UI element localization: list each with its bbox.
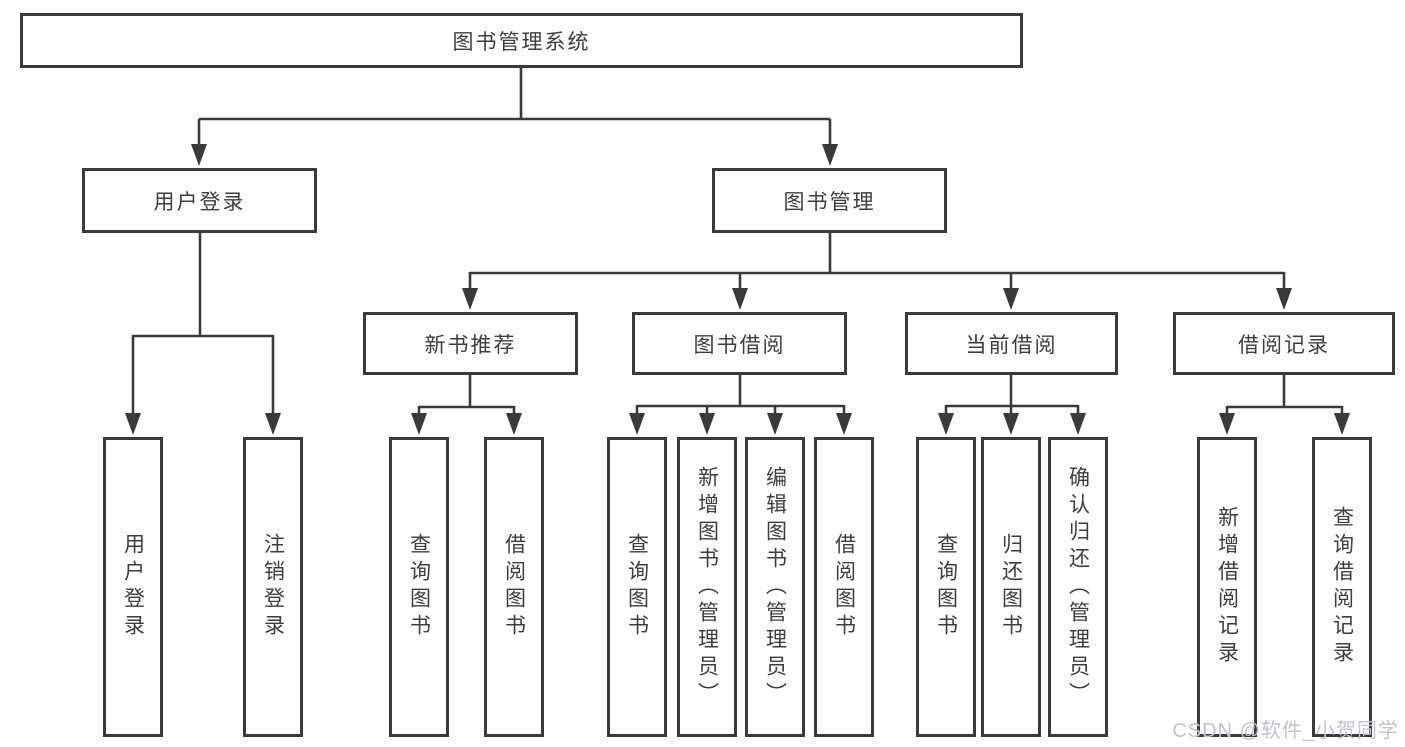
branch-book-borrowing-connector: [635, 375, 846, 416]
arrowhead-icon: [1003, 413, 1019, 435]
branch-user-login-connector: [131, 233, 275, 416]
leaf-current-confirm-return-admin: 确认归还（管理员）: [1048, 437, 1108, 737]
leaf-records-add-record: 新增借阅记录: [1197, 437, 1257, 737]
arrowhead-icon: [506, 413, 522, 435]
leaf-logout: 注销登录: [243, 437, 303, 737]
leaf-newbook-query-books: 查询图书: [389, 437, 449, 737]
node-library-system: 图书管理系统: [20, 13, 1023, 68]
arrowhead-icon: [265, 413, 281, 435]
leaf-borrowing-borrow-books: 借阅图书: [814, 437, 874, 737]
arrowhead-icon: [1334, 413, 1350, 435]
arrowheads: [125, 144, 1350, 435]
arrowhead-icon: [732, 288, 748, 310]
arrowhead-icon: [699, 413, 715, 435]
leaf-borrowing-add-books-admin: 新增图书（管理员）: [677, 437, 737, 737]
arrowhead-icon: [629, 413, 645, 435]
branch-current-borrowing-connector: [944, 375, 1080, 416]
arrowhead-icon: [767, 413, 783, 435]
leaf-newbook-borrow-books: 借阅图书: [484, 437, 544, 737]
arrowhead-icon: [411, 413, 427, 435]
leaf-records-query-record: 查询借阅记录: [1312, 437, 1372, 737]
leaf-current-return-books: 归还图书: [981, 437, 1041, 737]
arrowhead-icon: [938, 413, 954, 435]
watermark: CSDN @软件_小贺同学: [1172, 720, 1399, 742]
arrowhead-icon: [1070, 413, 1086, 435]
branch-new-book-connector: [417, 375, 516, 416]
node-borrowing-records: 借阅记录: [1173, 312, 1395, 375]
leaf-user-login: 用户登录: [103, 437, 163, 737]
branch-borrowing-records-connector: [1225, 375, 1344, 416]
branch-book-management-connector: [468, 233, 1286, 291]
node-book-management: 图书管理: [712, 168, 947, 233]
arrowhead-icon: [125, 413, 141, 435]
leaf-borrowing-query-books: 查询图书: [607, 437, 667, 737]
leaf-current-query-books: 查询图书: [916, 437, 976, 737]
leaf-borrowing-edit-books-admin: 编辑图书（管理员）: [745, 437, 805, 737]
branch-root-connector: [197, 68, 832, 146]
arrowhead-icon: [822, 144, 838, 166]
node-new-book-recommendation: 新书推荐: [363, 312, 578, 375]
arrowhead-icon: [462, 288, 478, 310]
node-book-borrowing: 图书借阅: [632, 312, 847, 375]
arrowhead-icon: [1003, 288, 1019, 310]
connector-paths: [131, 68, 1344, 416]
arrowhead-icon: [191, 144, 207, 166]
node-current-borrowing: 当前借阅: [905, 312, 1118, 375]
node-user-login: 用户登录: [82, 168, 317, 233]
arrowhead-icon: [1276, 288, 1292, 310]
arrowhead-icon: [1219, 413, 1235, 435]
arrowhead-icon: [836, 413, 852, 435]
